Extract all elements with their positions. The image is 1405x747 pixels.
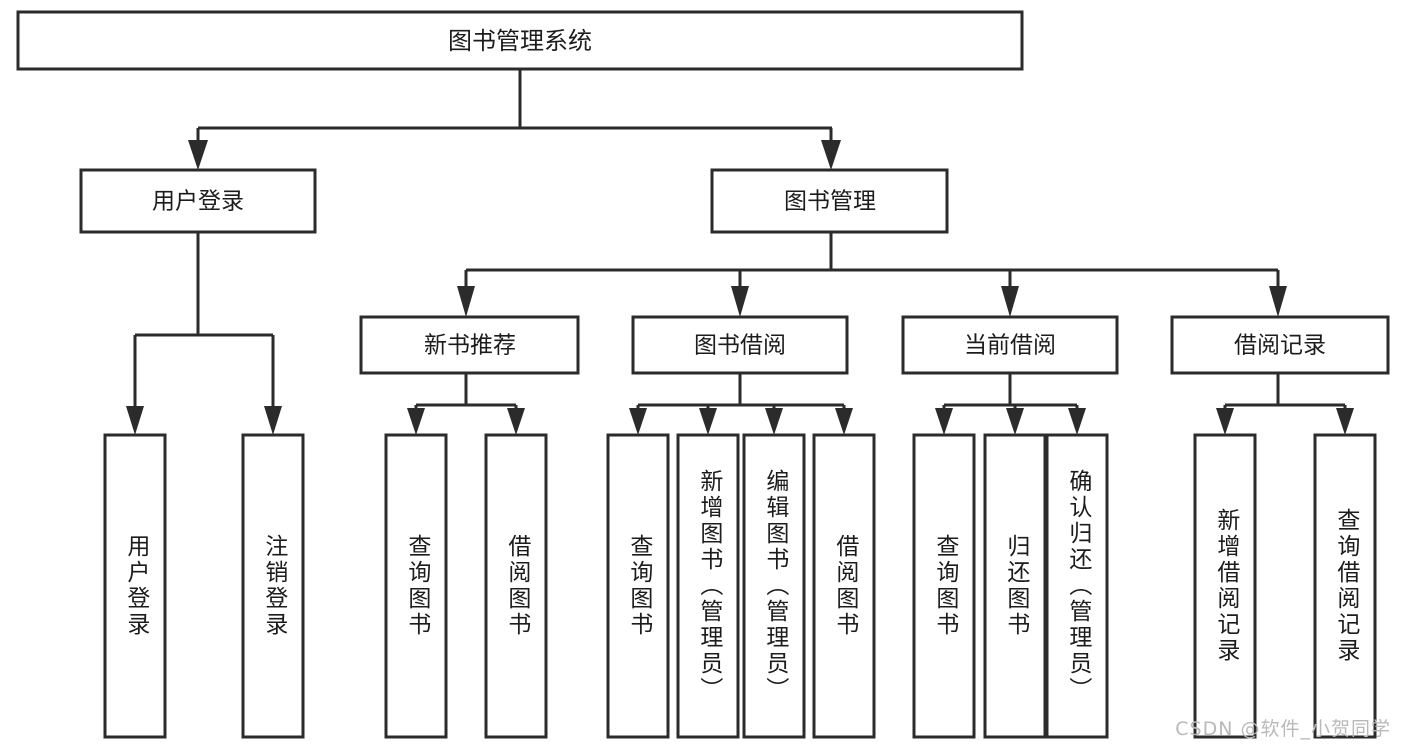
node-user-login-box[interactable] xyxy=(79,168,317,234)
node-book-borrow-box[interactable] xyxy=(631,315,849,375)
arrow-head-leaf-logout-login xyxy=(264,406,282,435)
node-borrow-record-box[interactable] xyxy=(1170,315,1390,375)
node-book-manage-label: 图书管理 xyxy=(784,189,876,215)
arrow-head-borrow-record xyxy=(1269,286,1287,317)
leaf-return-book-box[interactable] xyxy=(983,433,1047,739)
arrow-head-leaf-borrow-book-2 xyxy=(835,408,853,435)
arrow-head-leaf-query-record xyxy=(1336,408,1354,435)
arrow-head-new-book-rec xyxy=(457,286,475,317)
node-book-borrow[interactable]: 图书借阅 xyxy=(631,315,849,375)
leaf-query-book-2-box[interactable] xyxy=(606,433,670,739)
leaf-add-record-box[interactable] xyxy=(1193,433,1257,739)
leaf-confirm-return-box[interactable] xyxy=(1045,433,1109,739)
connector-group-book-manage xyxy=(457,232,1287,317)
node-current-borrow[interactable]: 当前借阅 xyxy=(901,315,1119,375)
node-root-label: 图书管理系统 xyxy=(448,27,592,55)
leaf-borrow-book-2-box[interactable] xyxy=(812,433,876,739)
arrow-head-leaf-return-book xyxy=(1006,408,1024,435)
node-borrow-record[interactable]: 借阅记录 xyxy=(1170,315,1390,375)
connector-group-book-borrow xyxy=(629,373,853,435)
leaf-edit-book-box[interactable] xyxy=(742,433,806,739)
node-book-manage-box[interactable] xyxy=(710,168,949,234)
node-book-manage[interactable]: 图书管理 xyxy=(710,168,949,234)
arrow-head-leaf-query-book-3 xyxy=(935,408,953,435)
leaf-borrow-book-1-box[interactable] xyxy=(484,433,548,739)
leaf-logout-login-box[interactable] xyxy=(241,433,305,739)
arrow-head-leaf-confirm-return xyxy=(1068,408,1086,435)
watermark-text: CSDN @软件_小贺同学 xyxy=(1175,718,1391,740)
node-current-borrow-label: 当前借阅 xyxy=(964,333,1056,359)
node-new-book-rec-box[interactable] xyxy=(359,315,580,375)
leaf-query-record-box[interactable] xyxy=(1313,433,1377,739)
node-current-borrow-box[interactable] xyxy=(901,315,1119,375)
leaf-box-group xyxy=(103,433,1377,739)
arrow-head-leaf-edit-book xyxy=(765,408,783,435)
node-book-borrow-label: 图书借阅 xyxy=(694,333,786,359)
leaf-add-book-box[interactable] xyxy=(676,433,740,739)
arrow-head-book-manage xyxy=(821,140,841,170)
leaf-user-login-box[interactable] xyxy=(103,433,167,739)
node-new-book-rec-label: 新书推荐 xyxy=(424,333,516,359)
arrow-head-user-login xyxy=(188,140,208,170)
node-user-login[interactable]: 用户登录 xyxy=(79,168,317,234)
node-root[interactable]: 图书管理系统 xyxy=(16,10,1024,71)
arrow-head-leaf-borrow-book-1 xyxy=(507,408,525,435)
connector-group-current-borrow xyxy=(935,373,1086,435)
arrow-head-leaf-query-book-1 xyxy=(407,408,425,435)
connector-group-borrow-record xyxy=(1216,373,1354,435)
arrow-head-leaf-query-book-2 xyxy=(629,408,647,435)
connector-group-root xyxy=(188,69,841,170)
arrow-head-leaf-add-record xyxy=(1216,408,1234,435)
arrow-head-current-borrow xyxy=(1001,286,1019,317)
leaf-query-book-1-box[interactable] xyxy=(384,433,448,739)
node-root-box[interactable] xyxy=(16,10,1024,71)
node-new-book-rec[interactable]: 新书推荐 xyxy=(359,315,580,375)
leaf-query-book-3-box[interactable] xyxy=(912,433,976,739)
arrow-head-book-borrow xyxy=(731,286,749,317)
connector-group-new-book-rec xyxy=(407,373,525,435)
arrow-head-leaf-user-login xyxy=(126,406,144,435)
node-user-login-label: 用户登录 xyxy=(152,189,244,215)
node-borrow-record-label: 借阅记录 xyxy=(1234,333,1326,359)
connector-group-user-login xyxy=(126,232,282,435)
arrow-head-leaf-add-book xyxy=(699,408,717,435)
